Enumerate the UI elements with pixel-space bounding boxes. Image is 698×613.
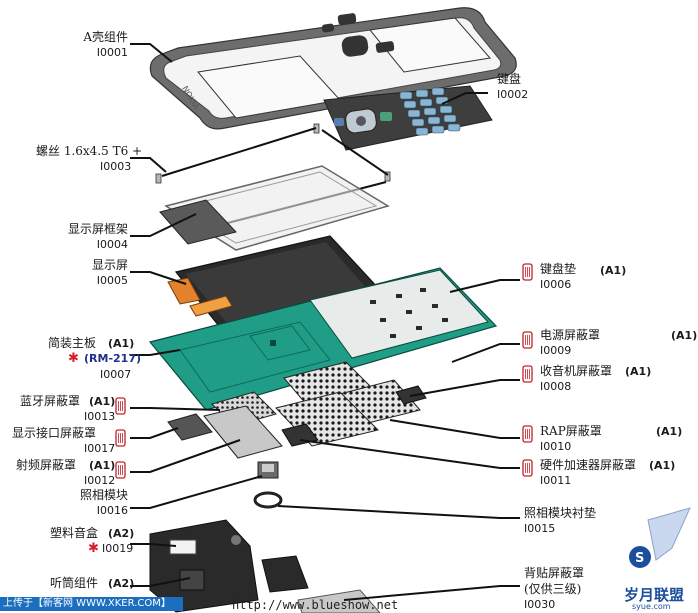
- site-url-watermark: http://www.blueshow.net: [232, 598, 399, 612]
- speaker-box-star-icon: ✱: [88, 541, 99, 556]
- camera-label: 照相模块: [79, 488, 128, 502]
- speaker-box-part: [149, 519, 309, 613]
- screw-code: I0003: [100, 160, 132, 173]
- shield-cans-part: [167, 361, 427, 459]
- power-shield-pad-icon: [522, 331, 533, 349]
- back-shield-code: I0030: [524, 598, 556, 611]
- svg-text:S: S: [635, 551, 644, 566]
- display-frame-part: [159, 165, 390, 251]
- a-cover-part: NOKIA: [149, 7, 517, 130]
- rap-shield-code: I0010: [540, 440, 572, 453]
- hw-accel-shield-code: I0011: [540, 474, 572, 487]
- display-if-shield-code: I0017: [84, 442, 116, 455]
- keypad-pad-tag: (A1): [600, 264, 627, 277]
- radio-shield-label: 收音机屏蔽罩: [540, 364, 613, 378]
- radio-shield-pad-icon: [522, 365, 533, 383]
- leader-lines: [130, 43, 520, 601]
- screw-label: 螺丝 1.6x4.5 T6 +: [36, 144, 143, 158]
- power-shield-tag: (A1): [671, 329, 698, 342]
- speaker-box-tag: (A2): [108, 527, 135, 540]
- bt-shield-pad-icon: [115, 397, 126, 415]
- camera-gasket-label: 照相模块衬垫: [524, 506, 597, 520]
- upload-watermark: 上传于【新客网 WWW.XKER.COM】: [0, 597, 183, 611]
- keypad-code: I0002: [497, 88, 529, 101]
- bt-shield-tag: (A1): [89, 395, 116, 408]
- rap-shield-tag: (A1): [656, 425, 683, 438]
- main-board-star-icon: ✱: [68, 351, 79, 366]
- rf-shield-pad-icon: [115, 461, 126, 479]
- logo-subtext: syue.com: [632, 602, 671, 611]
- bt-shield-label: 蓝牙屏蔽罩: [20, 394, 81, 408]
- keypad-pad-label: 键盘垫: [540, 262, 577, 276]
- keypad-pad-icon: [522, 263, 533, 281]
- display-if-shield-pad-icon: [115, 429, 126, 447]
- display-if-shield-label: 显示接口屏蔽罩: [12, 426, 97, 440]
- bt-shield-code: I0013: [84, 410, 116, 423]
- display-label: 显示屏: [91, 258, 128, 272]
- back-shield-label: 背贴屏蔽罩: [524, 566, 585, 580]
- rap-shield-label: RAP屏蔽罩: [540, 424, 602, 438]
- rf-shield-code: I0012: [84, 474, 116, 487]
- camera-code: I0016: [96, 504, 128, 517]
- keypad-part: [323, 85, 493, 151]
- main-board-model: (RM-217): [84, 352, 141, 365]
- hw-accel-shield-label: 硬件加速器屏蔽罩: [540, 458, 637, 472]
- main-board-code: I0007: [100, 368, 132, 381]
- logo-text: 岁月联盟: [624, 586, 685, 604]
- rap-shield-pad-icon: [522, 425, 533, 443]
- radio-shield-code: I0008: [540, 380, 572, 393]
- camera-gasket-code: I0015: [524, 522, 556, 535]
- speaker-box-label: 塑料音盒: [50, 526, 99, 540]
- power-shield-code: I0009: [540, 344, 572, 357]
- back-shield-note: (仅供三级): [524, 582, 582, 596]
- power-shield-label: 电源屏蔽罩: [540, 328, 601, 342]
- main-board-tag: (A1): [108, 337, 135, 350]
- a-cover-label: A壳组件: [83, 30, 128, 44]
- display-frame-label: 显示屏框架: [67, 222, 128, 236]
- earpiece-label: 听筒组件: [50, 576, 99, 590]
- a-cover-code: I0001: [96, 46, 128, 59]
- display-code: I0005: [96, 274, 128, 287]
- radio-shield-tag: (A1): [625, 365, 652, 378]
- rf-shield-tag: (A1): [89, 459, 116, 472]
- keypad-pad-code: I0006: [540, 278, 572, 291]
- main-board-label: 简装主板: [48, 336, 97, 350]
- logo-wing-icon: S: [629, 507, 691, 568]
- main-board-part: [148, 267, 498, 411]
- back-shield-part: [297, 589, 381, 613]
- speaker-box-code: I0019: [102, 542, 134, 555]
- rf-shield-label: 射频屏蔽罩: [16, 458, 77, 472]
- camera-module-part: [253, 461, 283, 509]
- hw-accel-shield-pad-icon: [522, 459, 533, 477]
- earpiece-tag: (A2): [108, 577, 135, 590]
- display-frame-code: I0004: [96, 238, 128, 251]
- hw-accel-shield-tag: (A1): [649, 459, 676, 472]
- keypad-label: 键盘: [497, 72, 522, 86]
